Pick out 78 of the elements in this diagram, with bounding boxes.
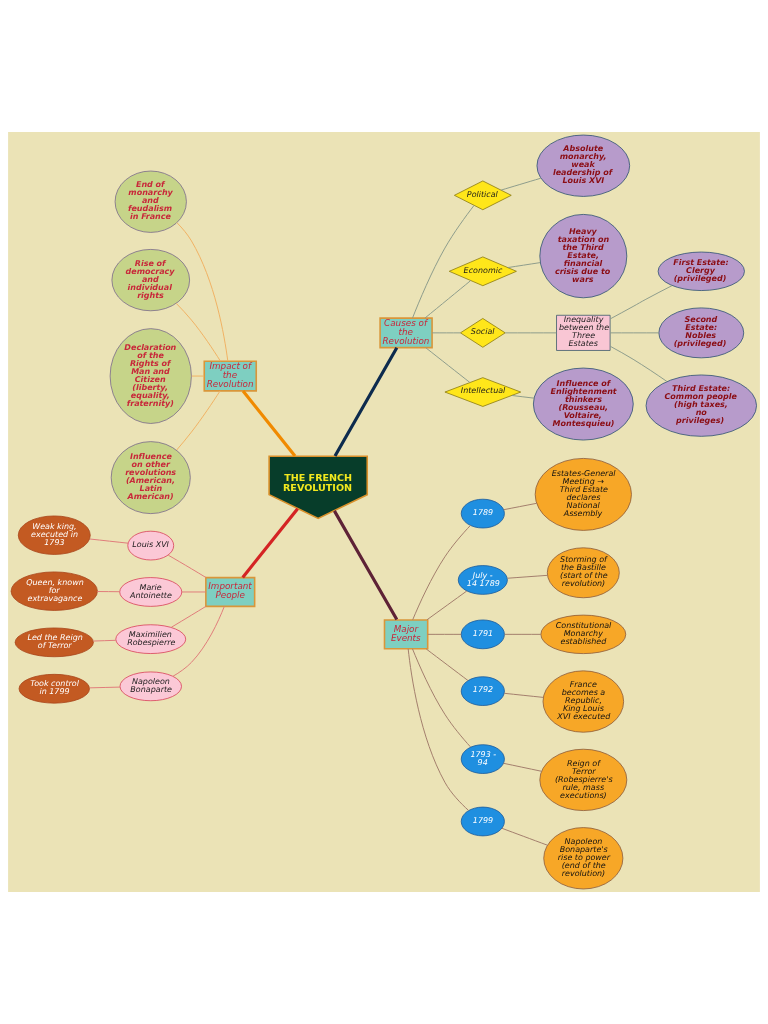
connector <box>507 262 541 269</box>
node-ellipse: Weak king, executed in 1793 <box>17 515 91 555</box>
node-ellipse: Reign of Terror (Robespierre's rule, mass executions) <box>539 748 628 811</box>
node-ellipse: First Estate: Clergy (privileged) <box>657 251 745 291</box>
node-ellipse: 1789 <box>460 498 505 529</box>
node-box: Major Events <box>383 619 429 650</box>
connector <box>609 332 660 334</box>
node-box: Inequality between the Three Estates <box>556 314 611 351</box>
node-box: Impact of the Revolution <box>203 360 258 392</box>
node-ellipse: Louis XVI <box>127 530 175 561</box>
connector <box>176 390 221 451</box>
node-ellipse: Absolute monarchy, weak leadership of Louis XVI <box>536 134 631 197</box>
node-ellipse: Second Estate: Nobles (privileged) <box>658 307 745 359</box>
connector <box>170 606 207 628</box>
connector <box>191 375 205 377</box>
node-circle: Influence on other revolutions (American, Latin American) <box>110 441 191 514</box>
connector <box>504 332 557 334</box>
connector <box>511 395 535 399</box>
connector <box>500 177 542 191</box>
node-ellipse: Queen, known for extravagance <box>10 571 98 611</box>
connector <box>501 827 548 846</box>
node-ellipse: July - 14 1789 <box>457 565 508 595</box>
node-box: Causes of the Revolution <box>379 317 433 349</box>
connector <box>412 524 471 621</box>
node-ellipse: France becomes a Republic, King Louis XVI executed <box>542 670 625 733</box>
connector <box>333 346 399 457</box>
connector <box>407 648 469 811</box>
connector <box>96 591 121 593</box>
connector <box>424 280 472 319</box>
node-ellipse: Napoleon Bonaparte <box>119 671 182 702</box>
node-circle: Heavy taxation on the Third Estate, financial crisis due to wars <box>539 214 628 299</box>
connector <box>504 633 542 635</box>
connector <box>175 302 221 362</box>
node-diamond: Social <box>460 318 506 348</box>
node-ellipse: 1792 <box>460 676 505 706</box>
connector <box>89 538 129 544</box>
connector <box>176 222 229 362</box>
connector <box>425 347 471 383</box>
node-diamond: Economic <box>448 256 517 287</box>
node-box: Important People <box>205 576 256 608</box>
node-ellipse: Marie Antoinette <box>119 577 183 607</box>
node-ellipse: Constitutional Monarchy established <box>540 614 627 654</box>
connector <box>426 590 468 621</box>
node-ellipse: Took control in 1799 <box>18 673 90 704</box>
node-ellipse: Declaration of the Rights of Man and Citizen (liberty, equality, fraternity) <box>109 328 192 424</box>
connector <box>425 648 469 681</box>
node-ellipse: Napoleon Bonaparte's rise to power (end of the revolution) <box>543 827 624 890</box>
connector <box>609 345 668 383</box>
node-ellipse: 1799 <box>460 806 505 837</box>
node-ellipse: Rise of democracy and individual rights <box>111 249 190 312</box>
connector <box>609 285 673 320</box>
node-ellipse: Influence of Enlightenment thinkers (Rousseau, Voltaire, Montesquieu) <box>533 367 634 441</box>
connector <box>503 692 544 698</box>
connector <box>167 554 207 578</box>
connector <box>172 606 225 677</box>
connector <box>503 502 538 511</box>
node-diamond: Intellectual <box>444 377 522 407</box>
node-ellipse: Maximilien Robespierre <box>115 624 187 654</box>
connector <box>411 648 471 748</box>
node-ellipse: Third Estate: Common people (high taxes, no privileges) <box>645 374 757 437</box>
connector <box>431 332 461 334</box>
node-ellipse: 1791 <box>460 619 505 650</box>
node-ellipse: Led the Reign of Terror <box>14 627 94 658</box>
node-ellipse: End of monarchy and feudalism in France <box>114 170 187 233</box>
connector <box>412 204 475 319</box>
node-ellipse: Storming of the Bastille (start of the revolution) <box>546 547 620 599</box>
connector <box>427 633 462 635</box>
connector <box>89 686 121 689</box>
node-diamond: Political <box>454 180 512 211</box>
node-ellipse: 1793 - 94 <box>460 744 505 774</box>
node-ellipse: Estates-General Meeting → Third Estate declares National Assembly <box>534 458 632 531</box>
connector <box>92 639 117 642</box>
connector <box>333 510 399 621</box>
connector <box>241 507 299 579</box>
connector <box>241 390 297 457</box>
connector <box>181 591 207 593</box>
connector <box>503 762 542 772</box>
connector <box>507 574 548 579</box>
